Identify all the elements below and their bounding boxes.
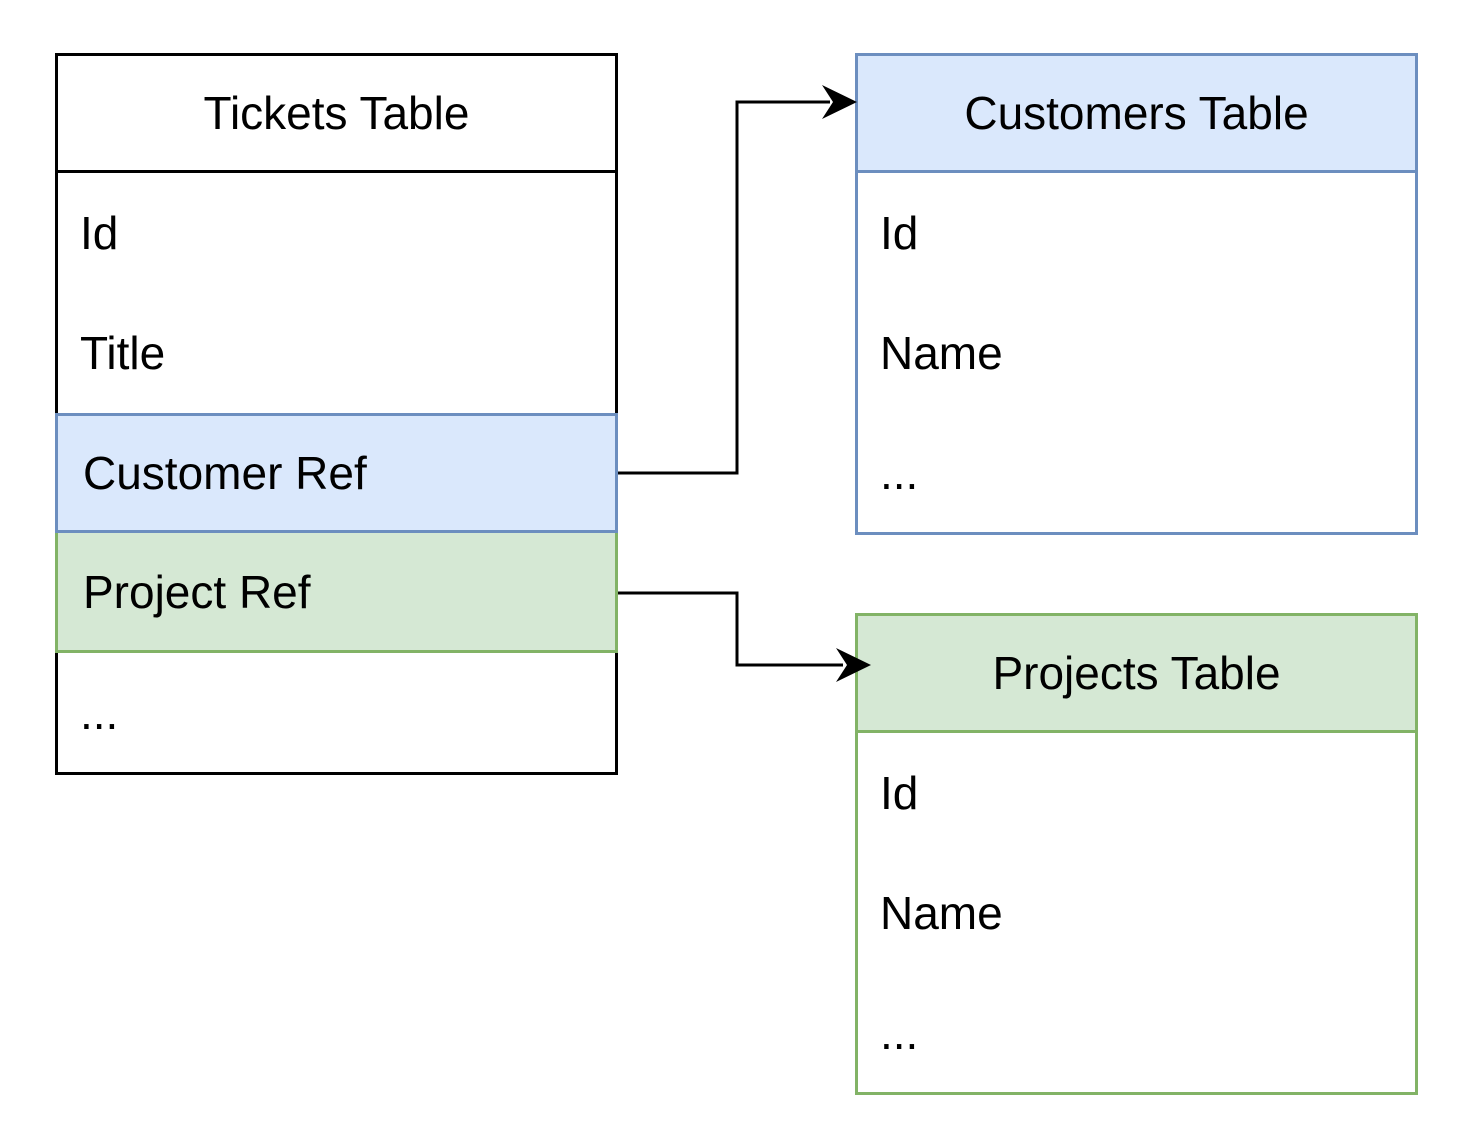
tickets-table-header: Tickets Table [58, 56, 615, 173]
tickets-table: Tickets Table Id Title Customer Ref Proj… [55, 53, 618, 775]
projects-table: Projects Table Id Name ... [855, 613, 1418, 1095]
projects-field-id: Id [880, 767, 919, 819]
customer-ref-arrowhead [822, 85, 857, 119]
tickets-field-id: Id [80, 207, 119, 259]
project-ref-connector [618, 591, 843, 667]
tickets-field-title: Title [80, 327, 166, 379]
customers-field-id: Id [880, 207, 919, 259]
tickets-field-customer-ref: Customer Ref [55, 413, 618, 533]
tickets-field-project-ref: Project Ref [55, 533, 618, 653]
projects-field-ellipsis: ... [880, 1006, 919, 1059]
customers-field-ellipsis: ... [880, 446, 919, 499]
tickets-field-ellipsis: ... [80, 686, 119, 739]
projects-field-name: Name [880, 887, 1003, 939]
customer-ref-connector [618, 100, 830, 475]
projects-table-header: Projects Table [858, 616, 1415, 733]
customers-table: Customers Table Id Name ... [855, 53, 1418, 535]
customers-table-header: Customers Table [858, 56, 1415, 173]
customers-field-name: Name [880, 327, 1003, 379]
